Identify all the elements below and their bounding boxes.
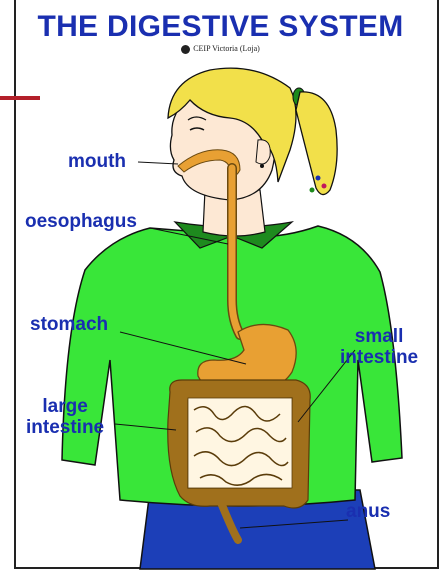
leader-line xyxy=(138,162,178,164)
label-small-intestine: small intestine xyxy=(340,326,418,368)
credit-text: CEIP Victoria (Loja) xyxy=(193,44,260,53)
page-title: THE DIGESTIVE SYSTEM xyxy=(0,10,441,44)
earring xyxy=(260,164,264,168)
hair-bead xyxy=(310,188,315,193)
school-logo-icon xyxy=(181,45,190,54)
hair-bead xyxy=(322,184,327,189)
label-oesophagus: oesophagus xyxy=(25,211,137,232)
hair-bead xyxy=(316,176,321,181)
credit-line: CEIP Victoria (Loja) xyxy=(0,44,441,54)
label-anus: anus xyxy=(346,501,390,522)
small-intestine-organ xyxy=(188,398,292,488)
ear xyxy=(256,140,270,164)
label-stomach: stomach xyxy=(30,314,108,335)
label-mouth: mouth xyxy=(68,151,126,172)
label-large-intestine: large intestine xyxy=(26,396,104,438)
